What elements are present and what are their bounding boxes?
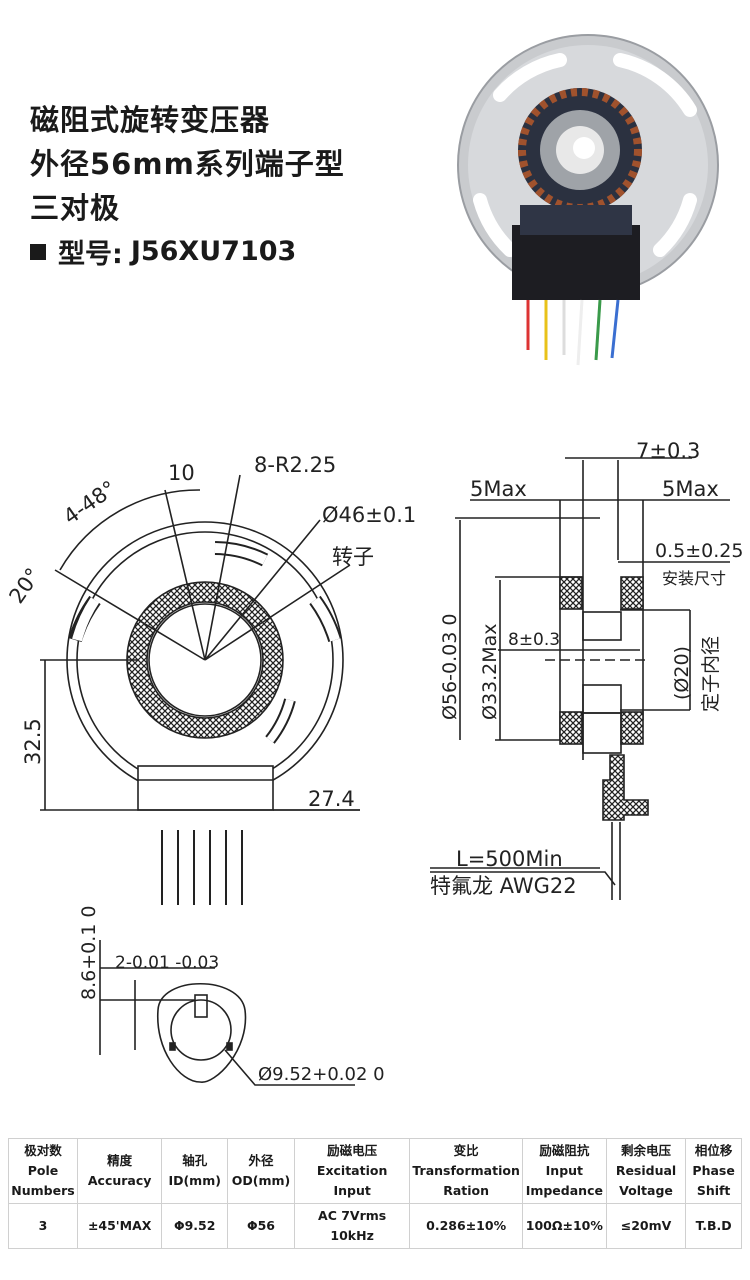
cell-phase-shift: T.B.D [685,1203,742,1249]
front-view [40,474,360,811]
dim-key-width: 2-0.01 -0.03 [115,953,219,973]
dim-stator-id: (Ø20) [671,646,693,700]
dim-width: 27.4 [308,787,355,811]
table-row: 3 ±45'MAX Φ9.52 Φ56 AC 7Vrms 10kHz 0.286… [8,1203,742,1249]
shaft-view [99,940,355,1086]
dim-height: 32.5 [21,718,45,765]
model-label: 型号: [58,239,123,270]
dim-key-height: 8.6+0.1 0 [78,906,100,1000]
dim-outer-diameter: Ø56-0.03 0 [439,614,461,720]
dim-angle-48: 4-48° [59,476,120,529]
cell-pole-numbers: 3 [8,1203,78,1249]
dim-inner-max: Ø33.2Max [479,623,501,720]
product-title: 磁阻式旋转变压器 外径56mm系列端子型 三对极 [30,98,345,230]
title-line-1: 磁阻式旋转变压器 [30,103,271,137]
cell-od: Φ56 [227,1203,295,1249]
model-number: 型号: J56XU7103 [30,232,296,271]
dim-mount: 0.5±0.25 [655,540,743,562]
title-line-2: 外径56mm系列端子型 [30,147,345,181]
dim-bore: Ø9.52+0.02 0 [258,1064,385,1085]
dim-rotor-width: 8±0.3 [508,630,560,650]
cell-transformation: 0.286±10% [409,1203,523,1249]
dim-outer-dia: Ø46±0.1 [322,503,416,527]
cell-id: Φ9.52 [161,1203,229,1249]
title-line-3: 三对极 [30,191,121,225]
dim-right-max: 5Max [662,477,719,501]
technical-drawing: 10 8-R2.25 4-48° 20° Ø46±0.1 转子 32.5 27.… [4,34,743,1086]
product-photo [457,34,719,366]
model-value: J56XU7103 [130,236,297,267]
mount-label: 安装尺寸 [662,569,726,588]
dim-left-max: 5Max [470,477,527,501]
dim-radius: 8-R2.25 [254,453,336,477]
side-view [430,457,730,900]
front-view-pins [161,830,243,905]
bullet-square-icon [30,243,46,260]
dim-angle-20: 20° [4,564,45,608]
cell-impedance: 100Ω±10% [521,1203,607,1249]
cell-excitation: AC 7Vrms 10kHz [293,1203,411,1249]
rotor-label: 转子 [332,545,374,569]
dim-thickness: 7±0.3 [636,439,700,463]
stator-id-label: 定子内径 [700,636,722,712]
cell-accuracy: ±45'MAX [76,1203,163,1249]
wire-spec: 特氟龙 AWG22 [430,874,577,898]
cell-residual: ≤20mV [605,1203,687,1249]
lead-length: L=500Min [456,847,563,871]
dim-angle-10: 10 [168,461,195,485]
